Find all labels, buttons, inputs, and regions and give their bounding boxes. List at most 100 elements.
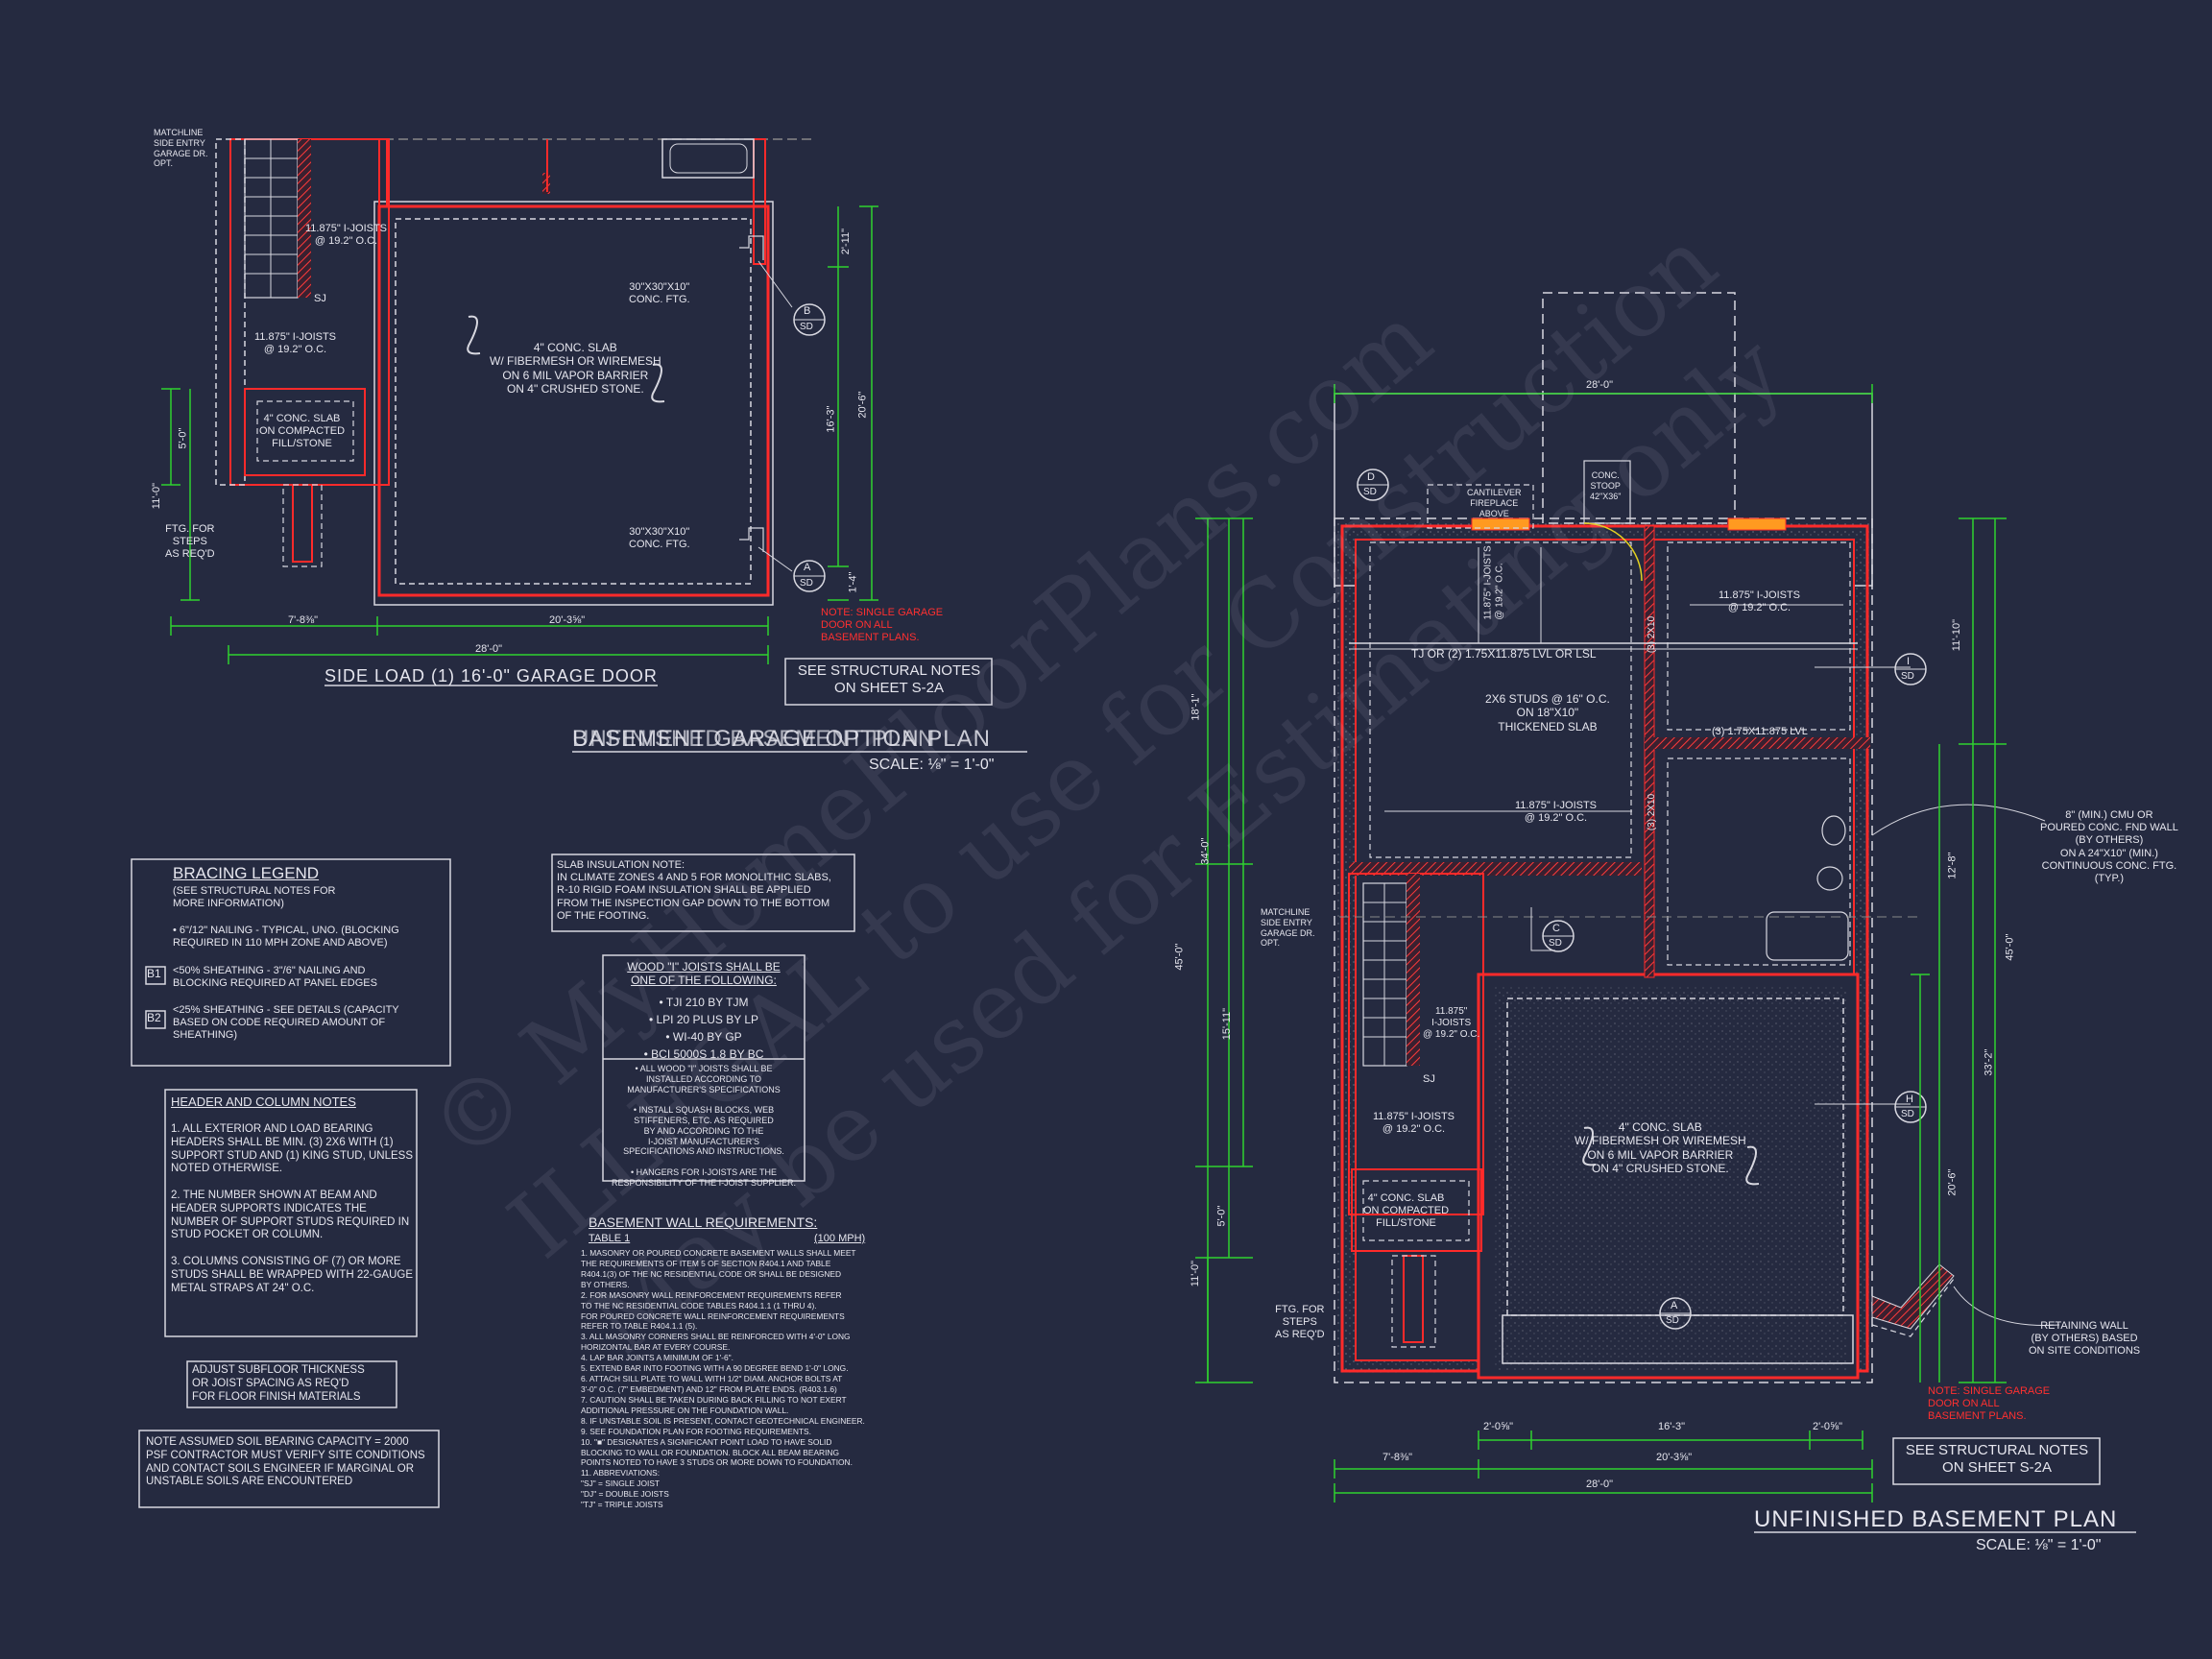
bsmt-matchline-label: MATCHLINE SIDE ENTRY GARAGE DR. OPT. [1261, 907, 1315, 949]
note-box-frames [131, 658, 2101, 1508]
bsmt-joists-top-right: 11.875" I-JOISTS @ 19.2" O.C. [1719, 589, 1801, 614]
bsmt-tag-c: C [1552, 923, 1560, 934]
bracing-legend-title: BRACING LEGEND [173, 864, 320, 882]
bsmt-dim-15-11: 15'-11" [1221, 1007, 1234, 1041]
bracing-b2-text: <25% SHEATHING - SEE DETAILS (CAPACITY B… [173, 1004, 399, 1042]
bsmt-cantilever-note: CANTILEVER FIREPLACE ABOVE [1467, 488, 1522, 518]
bracing-b1-tag: B1 [147, 967, 161, 980]
bsmt-lvl-vertical-2: (3) 2x10 [1647, 793, 1658, 831]
garage-dim-16-3: 16'-3" [825, 405, 837, 433]
bsmt-tag-a: A [1671, 1300, 1678, 1311]
header-column-title: HEADER AND COLUMN NOTES [171, 1094, 356, 1109]
bracing-legend-item-1: • 6"/12" NAILING - TYPICAL, UNO. (BLOCKI… [173, 925, 399, 950]
bsmt-dim-20-6: 20'-6" [1946, 1168, 1959, 1196]
bsmt-dim-7-8: 7'-8⅜" [1382, 1452, 1413, 1463]
bsmt-joists-mid: 11.875" I-JOISTS @ 19.2" O.C. [1515, 800, 1598, 825]
basement-dimensions [1195, 384, 2007, 1503]
bsmt-lvl-mid: (3) 1.75x11.875 LVL [1712, 726, 1808, 737]
bsmt-dim-2-04-right: 2'-0⅝" [1813, 1421, 1843, 1432]
garage-dim-20-3: 20'-3⅝" [549, 614, 586, 626]
garage-scale: SCALE: ⅛" = 1'-0" [869, 757, 995, 773]
bsmt-tag-d-sd: SD [1363, 487, 1377, 497]
bsmt-joists-stair: 11.875" I-JOISTS @ 19.2" O.C. [1423, 1006, 1480, 1040]
basement-plan-walls [1334, 292, 2060, 1383]
bsmt-red-note: NOTE: SINGLE GARAGE DOOR ON ALL BASEMENT… [1928, 1385, 2051, 1423]
bsmt-sj-label: SJ [1423, 1073, 1435, 1085]
garage-sj-label: SJ [314, 293, 326, 304]
bsmt-dim-11-10: 11'-10" [1951, 618, 1963, 652]
garage-dim-2-11: 2'-11" [840, 228, 853, 255]
bsmt-scale: SCALE: ⅛" = 1'-0" [1976, 1537, 2102, 1553]
slab-insulation-note: SLAB INSULATION NOTE: IN CLIMATE ZONES 4… [557, 859, 831, 922]
bsmt-dim-28: 28'-0" [1586, 1479, 1614, 1490]
bsmt-beam-note: TJ OR (2) 1.75x11.875 LVL OR LSL [1411, 647, 1597, 661]
wood-joist-title: WOOD "I" JOISTS SHALL BE ONE OF THE FOLL… [627, 960, 781, 988]
garage-joists-upper-label: 11.875" I-JOISTS @ 19.2" O.C. [305, 223, 388, 248]
bsmt-tag-d: D [1367, 471, 1375, 483]
bsmt-tag-i-sd: SD [1901, 671, 1914, 682]
bsmt-structural-note: SEE STRUCTURAL NOTES ON SHEET S-2a [1905, 1442, 2089, 1476]
bsmt-cmu-note: 8" (MIN.) CMU OR POURED CONC. FND WALL (… [2040, 809, 2178, 884]
bsmt-dim-34: 34'-0" [1199, 837, 1212, 865]
garage-tag-b: B [804, 305, 811, 317]
garage-dim-7-8: 7'-8⅜" [288, 614, 319, 626]
garage-caption: SIDE LOAD (1) 16'-0" GARAGE DOOR [325, 666, 658, 685]
bsmt-dim-top: 28'-0" [1586, 379, 1614, 391]
bsmt-tag-c-sd: SD [1549, 938, 1562, 949]
garage-structural-note: SEE STRUCTURAL NOTES ON SHEET S-2a [797, 662, 981, 696]
garage-slab-note: 4" CONC. SLAB w/ FIBERMESH OR WIREMESH O… [490, 341, 661, 397]
bsmt-joists-top-left: 11.875" I-JOISTS @ 19.2" O.C. [1482, 545, 1505, 620]
soil-bearing-note: NOTE ASSUMED SOIL BEARING CAPACITY = 200… [146, 1436, 425, 1488]
bsmt-tag-h-sd: SD [1901, 1109, 1914, 1119]
bsmt-dim-20-3: 20'-3⅝" [1656, 1452, 1693, 1463]
bsmt-steps-note: FTG. FOR STEPS AS REQ'D [1275, 1304, 1325, 1341]
garage-red-note: NOTE: SINGLE GARAGE DOOR ON ALL BASEMENT… [821, 607, 944, 644]
garage-dim-5-0: 5'-0" [177, 427, 189, 449]
bsmt-title: UNFINISHED BASEMENT PLAN [1754, 1506, 2118, 1532]
bsmt-dim-16-3: 16'-3" [1658, 1421, 1686, 1432]
bsmt-dim-45-right: 45'-0" [2004, 933, 2016, 961]
garage-title-b: UNFINISHED BASEMENT PLAN [572, 726, 936, 752]
bracing-b2-tag: B2 [147, 1011, 161, 1024]
bsmt-small-slab-note: 4" CONC. SLAB ON COMPACTED FILL/STONE [1363, 1192, 1450, 1230]
garage-dim-28: 28'-0" [475, 643, 503, 655]
bsmt-retaining-note: RETAINING WALL (BY OTHERS) BASED ON SITE… [2029, 1320, 2141, 1358]
garage-tag-a: A [804, 562, 811, 573]
basement-wall-req-text: 1. MASONRY OR POURED CONCRETE BASEMENT W… [581, 1248, 865, 1510]
garage-dim-1-4: 1'-4" [847, 571, 859, 593]
bsmt-tag-a-sd: SD [1666, 1315, 1679, 1326]
bsmt-dim-5-0: 5'-0" [1215, 1205, 1228, 1227]
garage-steps-note: FTG. FOR STEPS AS REQ'D [165, 523, 215, 561]
bsmt-dim-18-1: 18'-1" [1190, 693, 1202, 721]
garage-tag-a-sd: SD [800, 578, 813, 589]
garage-small-slab-note: 4" CONC. SLAB ON COMPACTED FILL/STONE [259, 413, 346, 450]
bsmt-dim-33-2: 33'-2" [1983, 1048, 1995, 1076]
bsmt-slab-note: 4" CONC. SLAB w/ FIBERMESH OR WIREMESH O… [1575, 1120, 1746, 1176]
basement-wall-req-table: TABLE 1 [589, 1233, 631, 1244]
bracing-legend-subtitle: (SEE STRUCTURAL NOTES FOR MORE INFORMATI… [173, 885, 336, 910]
bsmt-lvl-vertical-1: (3) 2x10 [1647, 615, 1658, 654]
basement-wall-req-title: BASEMENT WALL REQUIREMENTS: [589, 1214, 818, 1230]
basement-wall-req-mph: (100 MPH) [814, 1233, 866, 1244]
garage-title-a: BASEMENT GARAGE OPTION PLAN [572, 726, 991, 752]
bsmt-tag-i: I [1907, 656, 1911, 667]
bsmt-dim-12-8: 12'-8" [1946, 852, 1959, 879]
bsmt-dim-45-left: 45'-0" [1173, 943, 1186, 971]
basement-tags [1357, 469, 1927, 1330]
bsmt-dim-2-04-left: 2'-0⅝" [1483, 1421, 1514, 1432]
bsmt-studs-note: 2x6 STUDS @ 16" O.C. ON 18"x10" THICKENE… [1485, 692, 1610, 733]
garage-joists-lower-label: 11.875" I-JOISTS @ 19.2" O.C. [254, 331, 337, 356]
garage-option-plan [215, 138, 826, 606]
garage-matchline-label: MATCHLINE SIDE ENTRY GARAGE DR. OPT. [154, 128, 208, 169]
garage-tag-b-sd: SD [800, 322, 813, 332]
bsmt-tag-h: H [1906, 1094, 1913, 1105]
garage-footing-bottom-label: 30"x30"x10" CONC. FTG. [629, 526, 690, 551]
garage-dim-20-6: 20'-6" [856, 391, 869, 419]
bsmt-joists-bottom-left: 11.875" I-JOISTS @ 19.2" O.C. [1373, 1111, 1455, 1136]
garage-option-dimensions [161, 205, 878, 664]
bsmt-stoop-note: CONC. STOOP 42"x36" [1590, 470, 1622, 501]
title-underlines [325, 685, 2136, 1533]
wood-joist-notes: • ALL WOOD "I" JOISTS SHALL BE INSTALLED… [611, 1064, 797, 1188]
subfloor-note: ADJUST SUBFLOOR THICKNESS OR JOIST SPACI… [192, 1364, 365, 1403]
